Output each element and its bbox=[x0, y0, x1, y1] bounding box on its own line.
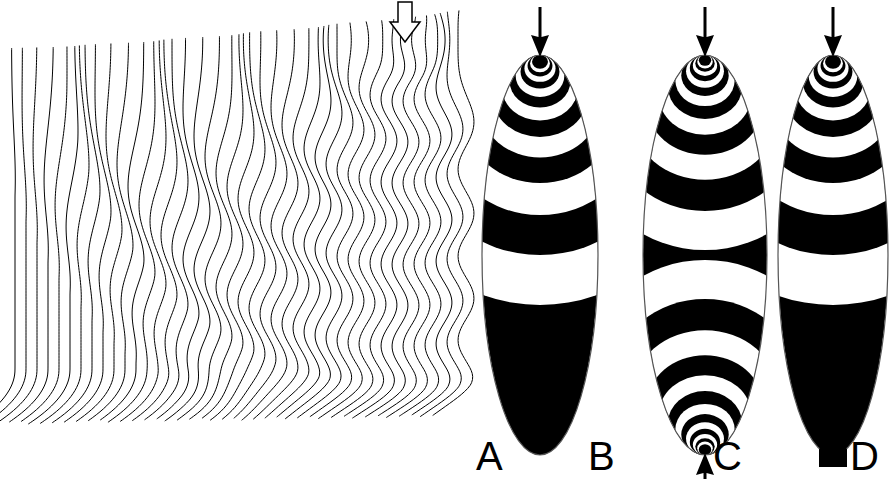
wave-line bbox=[234, 31, 276, 418]
fringe-band bbox=[774, 55, 891, 157]
wave-line bbox=[253, 29, 298, 419]
wave-line bbox=[412, 13, 452, 415]
fringe-band bbox=[481, 55, 600, 157]
support-block bbox=[819, 443, 847, 467]
fringe-band bbox=[823, 55, 843, 72]
wave-line bbox=[177, 36, 221, 420]
wave-line bbox=[88, 43, 133, 421]
wave-line bbox=[21, 47, 67, 422]
load-arrow bbox=[696, 7, 714, 57]
wave-line bbox=[145, 39, 188, 420]
wave-line bbox=[9, 47, 53, 422]
fringe-band bbox=[821, 55, 846, 76]
wave-line bbox=[120, 40, 166, 421]
fringe-band bbox=[795, 55, 871, 121]
fringe-band bbox=[681, 55, 728, 96]
fringe-band bbox=[633, 330, 778, 455]
fringe-band bbox=[530, 55, 550, 72]
fringe-band bbox=[424, 55, 656, 255]
fringe-band bbox=[492, 55, 587, 137]
wave-line bbox=[265, 28, 309, 418]
wave-line bbox=[277, 27, 320, 417]
fringe-band bbox=[814, 55, 853, 89]
wave-line bbox=[242, 30, 287, 420]
fringe-band bbox=[659, 55, 752, 135]
wave-line bbox=[297, 25, 342, 418]
fringe-band bbox=[615, 299, 796, 455]
wave-line bbox=[386, 15, 430, 417]
fringe-band bbox=[695, 55, 714, 72]
fringe-band bbox=[690, 55, 720, 81]
wave-line bbox=[433, 10, 474, 415]
wave-line bbox=[202, 34, 243, 418]
wave-line bbox=[40, 45, 89, 423]
fringe-band bbox=[697, 55, 713, 68]
wave-line bbox=[132, 40, 177, 421]
wave-line bbox=[365, 18, 408, 417]
wave-line bbox=[318, 23, 364, 419]
wave-line bbox=[165, 37, 210, 421]
load-arrow bbox=[531, 7, 549, 57]
fringe-ellipse bbox=[688, 55, 891, 455]
wave-line bbox=[189, 35, 232, 419]
wave-line bbox=[352, 19, 397, 418]
fringe-band bbox=[447, 55, 633, 215]
wave-line bbox=[285, 26, 331, 419]
ellipse-outline bbox=[643, 55, 767, 455]
wave-line bbox=[108, 41, 155, 422]
wave-line bbox=[331, 21, 375, 417]
fringe-ellipse bbox=[395, 55, 685, 455]
fringe-band bbox=[502, 55, 578, 121]
wave-line bbox=[100, 42, 144, 420]
wave-line bbox=[64, 44, 111, 422]
wave-line bbox=[76, 44, 122, 422]
fringe-band bbox=[532, 55, 548, 69]
wave-line bbox=[399, 14, 441, 416]
panel-label: D bbox=[850, 436, 879, 476]
load-arrow bbox=[824, 7, 842, 57]
load-arrow bbox=[696, 453, 714, 479]
fringe-band bbox=[516, 55, 565, 97]
fringe-band bbox=[740, 55, 891, 215]
panel-label: A bbox=[476, 436, 503, 476]
fringe-band bbox=[675, 55, 734, 106]
fringe-band bbox=[693, 55, 717, 76]
wave-line bbox=[344, 20, 386, 416]
fringe-band bbox=[825, 55, 841, 69]
fringe-band bbox=[697, 442, 713, 455]
fringe-band bbox=[809, 55, 858, 97]
ellipse-outline bbox=[778, 55, 888, 455]
wave-line-field bbox=[0, 2, 474, 424]
wave-line bbox=[222, 32, 265, 419]
panel-label: C bbox=[713, 436, 742, 476]
fringe-band bbox=[695, 438, 714, 455]
fringe-band bbox=[668, 55, 742, 119]
wave-line bbox=[210, 33, 254, 420]
fringe-band bbox=[395, 55, 685, 305]
wave-line bbox=[52, 45, 100, 423]
fringe-band bbox=[633, 55, 778, 180]
fringe-band bbox=[528, 55, 553, 76]
fringe-band bbox=[615, 55, 796, 211]
fringe-ground bbox=[643, 55, 767, 455]
wave-line bbox=[378, 17, 419, 416]
wave-line bbox=[0, 48, 15, 423]
wave-line bbox=[157, 38, 199, 419]
ellipse-outline bbox=[482, 55, 598, 455]
wave-line bbox=[0, 48, 26, 423]
load-arrow bbox=[390, 2, 420, 42]
wave-line bbox=[420, 12, 463, 417]
fringe-band bbox=[510, 55, 571, 107]
wave-line bbox=[310, 24, 353, 417]
wave-line bbox=[28, 46, 78, 424]
fringe-band bbox=[688, 55, 891, 305]
fringe-band bbox=[759, 55, 891, 183]
panel-label: B bbox=[588, 436, 615, 476]
wave-line bbox=[0, 47, 37, 422]
fringe-band bbox=[803, 55, 864, 107]
